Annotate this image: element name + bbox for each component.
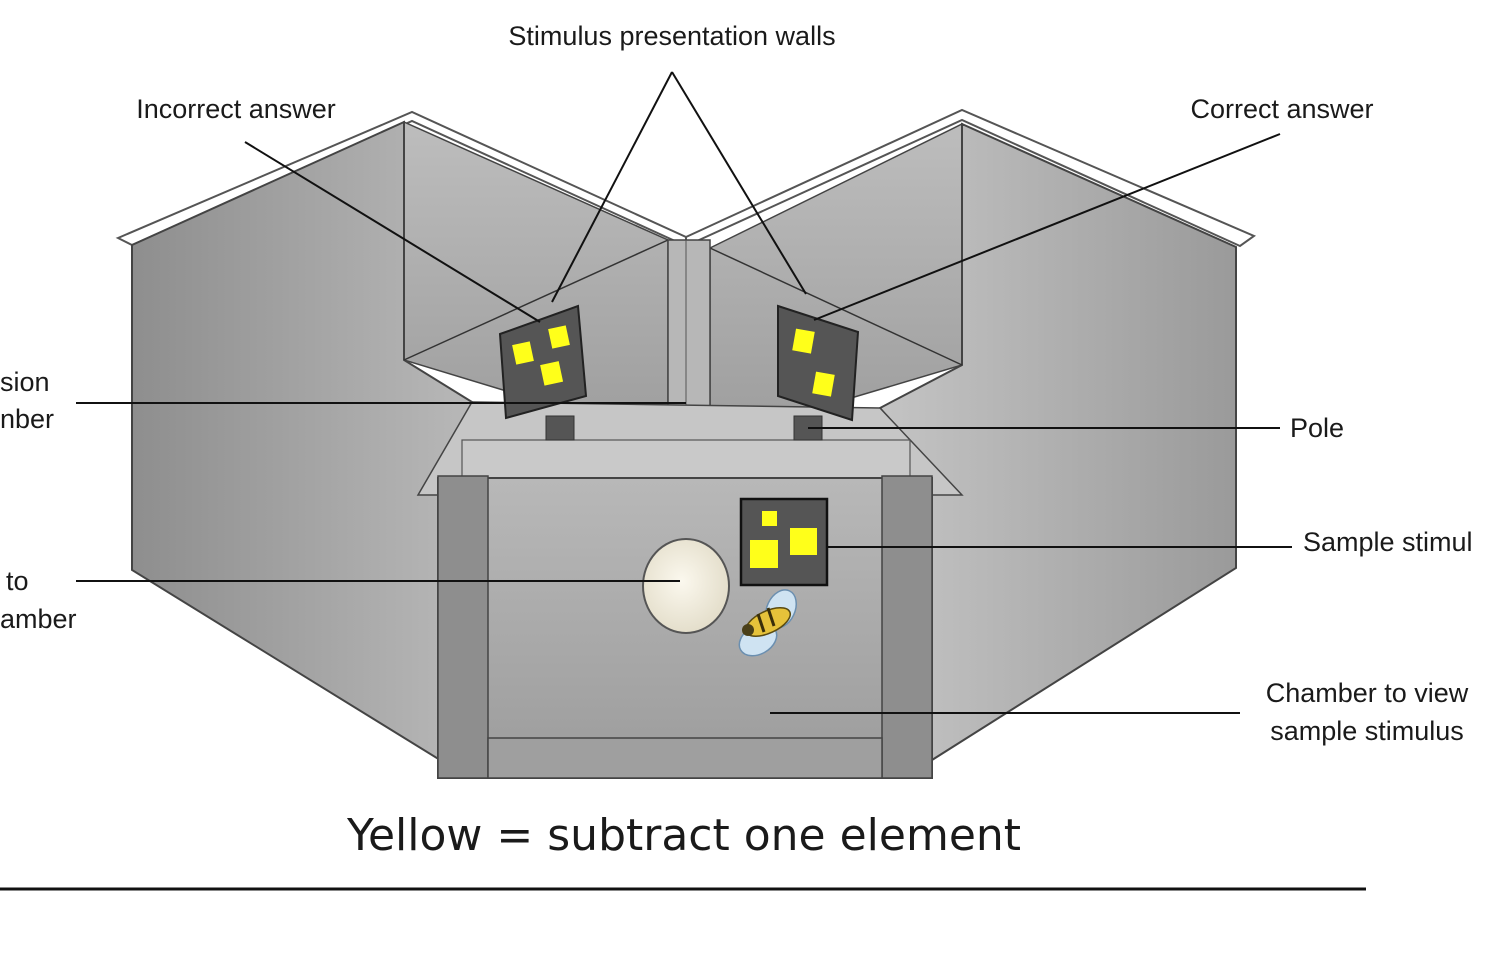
yellow-square	[762, 511, 777, 526]
leader-walls-left	[551, 71, 673, 303]
label-view-line1: Chamber to view	[1266, 678, 1469, 708]
label-incorrect-answer: Incorrect answer	[136, 94, 336, 124]
label-decision-line1: sion	[0, 367, 50, 397]
entrance-hole	[642, 538, 730, 634]
left-wing	[115, 110, 687, 762]
label-sample-stimulus: Sample stimul	[1303, 527, 1473, 557]
incorrect-stimulus	[498, 304, 588, 420]
label-pole: Pole	[1290, 413, 1344, 443]
correct-stimulus	[777, 304, 860, 422]
yellow-square	[512, 341, 534, 365]
leader-correct	[813, 133, 1281, 321]
bee-icon	[738, 589, 797, 657]
sample-stimulus	[739, 497, 829, 587]
label-entrance-line1: to	[6, 566, 29, 596]
leader-lines	[76, 71, 1292, 714]
front-post-left	[437, 475, 489, 779]
yellow-square	[548, 325, 570, 349]
yellow-square	[792, 328, 815, 354]
leader-walls-right	[671, 71, 807, 295]
label-view-line2: sample stimulus	[1270, 716, 1464, 746]
yellow-square	[812, 371, 835, 397]
yellow-square	[790, 528, 817, 555]
yellow-square	[540, 361, 564, 386]
label-entrance-line2: amber	[0, 604, 77, 634]
label-decision-line2: nber	[0, 404, 54, 434]
yellow-square	[750, 540, 778, 568]
leader-incorrect	[244, 141, 541, 323]
front-post-right	[881, 475, 933, 779]
label-stimulus-walls: Stimulus presentation walls	[508, 21, 835, 51]
caption: Yellow = subtract one element	[346, 810, 1021, 861]
pole-left	[545, 415, 575, 441]
label-correct-answer: Correct answer	[1190, 94, 1373, 124]
